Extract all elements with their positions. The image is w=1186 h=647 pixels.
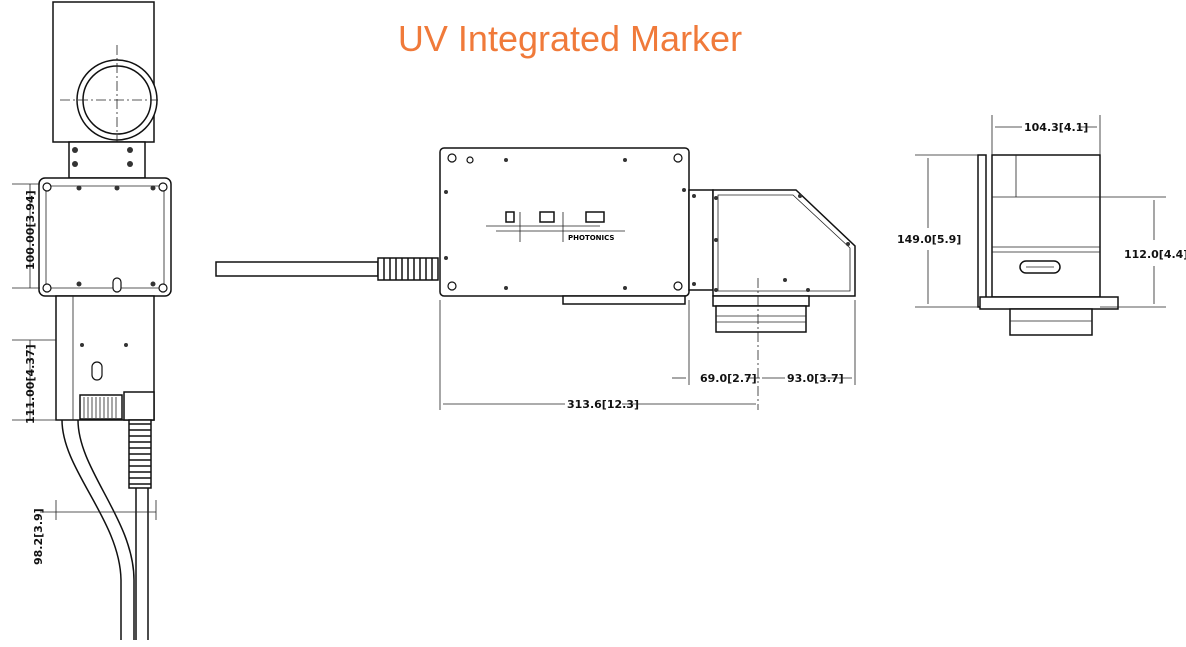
screw: [623, 158, 627, 162]
screw: [72, 147, 78, 153]
connector-ribs: [83, 397, 117, 418]
screw: [714, 238, 718, 242]
screw: [806, 288, 810, 292]
corner-hole: [447, 153, 457, 163]
screw: [124, 343, 128, 347]
dim-adapter: 69.0[2.7]: [700, 372, 757, 385]
screw: [846, 242, 850, 246]
screw: [76, 185, 82, 191]
screw: [783, 278, 787, 282]
scan-head-body: [712, 189, 856, 297]
dim-height-lower: 111.00[4.37]: [24, 344, 37, 424]
screw: [76, 281, 82, 287]
base-rail: [562, 295, 686, 305]
main-enclosure: [38, 177, 172, 297]
head-front: [991, 154, 1101, 298]
screw: [127, 147, 133, 153]
screw: [72, 161, 78, 167]
screw: [682, 188, 686, 192]
dim-head-width: 104.3[4.1]: [1024, 121, 1088, 134]
dim-lens-offset: 93.0[3.7]: [787, 372, 844, 385]
screw-hole: [466, 156, 474, 164]
ipg-logo: PHOTONICS IPG: [486, 209, 625, 242]
fiber-cable-left: [61, 419, 122, 640]
front-view-dimensions: 104.3[4.1] 149.0[5.9] 112.0[4.4]: [897, 115, 1186, 308]
screw: [692, 194, 696, 198]
fiber-cable: [215, 261, 379, 277]
main-enclosure-inner: [45, 185, 165, 289]
connector-block: [79, 394, 123, 420]
controller-enclosure: [439, 147, 690, 297]
dim-cable-offset: 98.2[3.9]: [32, 508, 45, 565]
slot: [112, 277, 122, 293]
screw: [80, 343, 84, 347]
screw: [623, 286, 627, 290]
dim-height-box: 100.00[3.94]: [24, 190, 37, 270]
corner-hole: [42, 182, 52, 192]
strain-relief: [377, 257, 439, 281]
dim-head-height: 149.0[5.9]: [897, 233, 961, 246]
top-view: PHOTONICS IPG: [215, 147, 856, 410]
lens-flange: [712, 295, 810, 307]
corner-hole: [158, 283, 168, 293]
screw: [714, 288, 718, 292]
front-lens: [1009, 308, 1093, 336]
mount-plate: [68, 141, 146, 179]
screw: [444, 190, 448, 194]
corner-hole: [42, 283, 52, 293]
side-view-dimensions: 100.00[3.94] 111.00[4.37] 98.2[3.9]: [12, 183, 157, 565]
side-rail: [977, 154, 987, 308]
spring-cable: [128, 419, 152, 489]
f-theta-lens: [715, 305, 807, 333]
dim-lower-height: 112.0[4.4]: [1124, 248, 1186, 261]
logo-brand: IPG: [578, 209, 580, 211]
corner-hole: [673, 281, 683, 291]
dim-overall-length: 313.6[12.3]: [567, 398, 639, 411]
corner-hole: [447, 281, 457, 291]
screw: [150, 281, 156, 287]
screw: [150, 185, 156, 191]
screw: [444, 256, 448, 260]
screw: [504, 158, 508, 162]
top-view-dimensions: 69.0[2.7] 93.0[3.7] 313.6[12.3]: [439, 300, 856, 411]
side-view: [38, 1, 172, 640]
screw: [798, 194, 802, 198]
screw: [504, 286, 508, 290]
adapter-bracket: [688, 189, 714, 291]
front-view: [977, 154, 1119, 336]
corner-hole: [673, 153, 683, 163]
logo-subtitle: PHOTONICS: [568, 234, 614, 242]
fiber-cable-right: [77, 419, 135, 640]
screw: [692, 282, 696, 286]
diagram-title: UV Integrated Marker: [397, 18, 743, 59]
screw: [114, 185, 120, 191]
screw: [127, 161, 133, 167]
cable-gland: [123, 391, 155, 421]
scan-head-inner: [717, 194, 851, 292]
corner-hole: [158, 182, 168, 192]
slot: [91, 361, 103, 381]
base-flange: [979, 296, 1119, 310]
screw: [714, 196, 718, 200]
